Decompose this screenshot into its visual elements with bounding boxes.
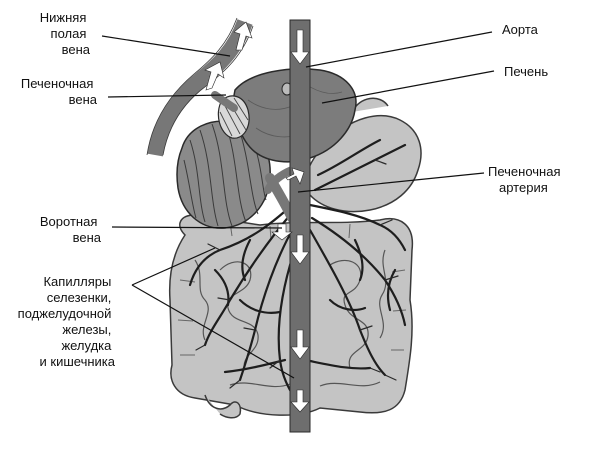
ivc-flow-arrows <box>204 21 253 91</box>
label-inferior-vena-cava: Нижняя полая вена <box>40 10 91 57</box>
label-hepatic-vein: Печеночная вена <box>21 76 98 107</box>
leader-capillaries-1 <box>131 247 216 286</box>
label-aorta: Аорта <box>502 22 539 37</box>
aorta-flow-arrows <box>290 29 310 413</box>
inferior-vena-cava <box>147 19 253 157</box>
label-hepatic-artery: Печеночная артерия <box>488 164 564 195</box>
label-liver: Печень <box>504 64 548 79</box>
leader-lines <box>101 31 495 379</box>
leader-hepatic-vein <box>107 94 227 98</box>
leader-portal-vein <box>111 226 283 229</box>
leader-hepatic-artery <box>297 172 485 193</box>
leader-capillaries-2 <box>131 284 295 379</box>
label-portal-vein: Воротная вена <box>40 214 102 245</box>
leader-aorta <box>305 31 493 68</box>
capillary-fine-branches <box>195 159 399 389</box>
small-intestine-coils <box>194 249 387 388</box>
stomach-fundus <box>351 97 389 113</box>
label-capillaries: Капилляры селезенки, поджелудочной желез… <box>18 274 116 369</box>
aorta <box>289 19 311 433</box>
portal-vein-branch <box>264 166 296 194</box>
liver-hepatic-stripes <box>219 97 249 137</box>
leader-liver <box>321 70 495 104</box>
hepatic-vein <box>211 91 238 112</box>
colon-haustra <box>177 221 407 356</box>
portal-flow-arrows <box>271 167 305 241</box>
leader-ivc <box>101 35 231 57</box>
sigmoid-tail <box>204 394 242 419</box>
